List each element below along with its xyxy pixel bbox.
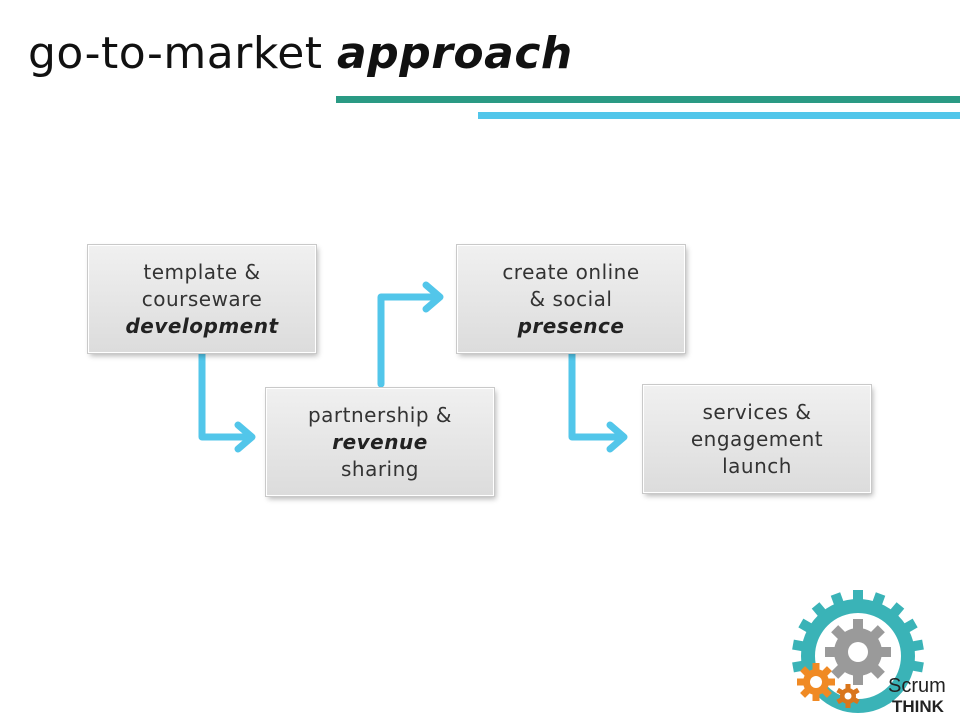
arrow-head-step3 <box>422 281 444 313</box>
logo-orange-gear-icon <box>797 663 835 701</box>
scrumthink-logo: Scrum THINK <box>792 590 946 716</box>
arrow-head-step4 <box>606 421 628 453</box>
arrow-step3-to-step4 <box>568 350 624 441</box>
step-template-courseware: template & courseware development <box>88 245 316 353</box>
title-rule-blue <box>478 112 960 119</box>
step-online-social-presence: create online & social presence <box>457 245 685 353</box>
title-emphasis: approach <box>337 28 573 79</box>
step-text: courseware <box>141 286 263 311</box>
arrow-step1-to-step2 <box>198 350 252 441</box>
step-text: template & <box>143 259 261 284</box>
step-text: & social <box>529 286 613 311</box>
title-rule-green <box>336 96 960 103</box>
step-text: sharing <box>340 456 419 481</box>
logo-word-think: THINK <box>892 697 945 716</box>
step-text: partnership & <box>307 402 453 427</box>
slide-title: go-to-market approach <box>28 28 573 79</box>
arrow-head-step2 <box>234 421 256 453</box>
step-text: create online <box>502 259 640 284</box>
step-text-emphasis: presence <box>517 313 625 338</box>
logo-grey-gear-icon <box>825 619 891 685</box>
step-text-emphasis: revenue <box>332 429 428 454</box>
logo-small-gear-icon <box>836 684 860 708</box>
step-services-engagement: services & engagement launch <box>643 385 871 493</box>
arrow-step2-to-step3 <box>377 293 440 388</box>
logo-word-scrum: Scrum <box>888 675 946 697</box>
step-text: engagement <box>690 426 824 451</box>
step-partnership-revenue: partnership & revenue sharing <box>266 388 494 496</box>
step-text: services & <box>702 399 812 424</box>
step-text: launch <box>722 453 792 478</box>
title-main: go-to-market <box>28 28 338 79</box>
step-text-emphasis: development <box>125 313 279 338</box>
